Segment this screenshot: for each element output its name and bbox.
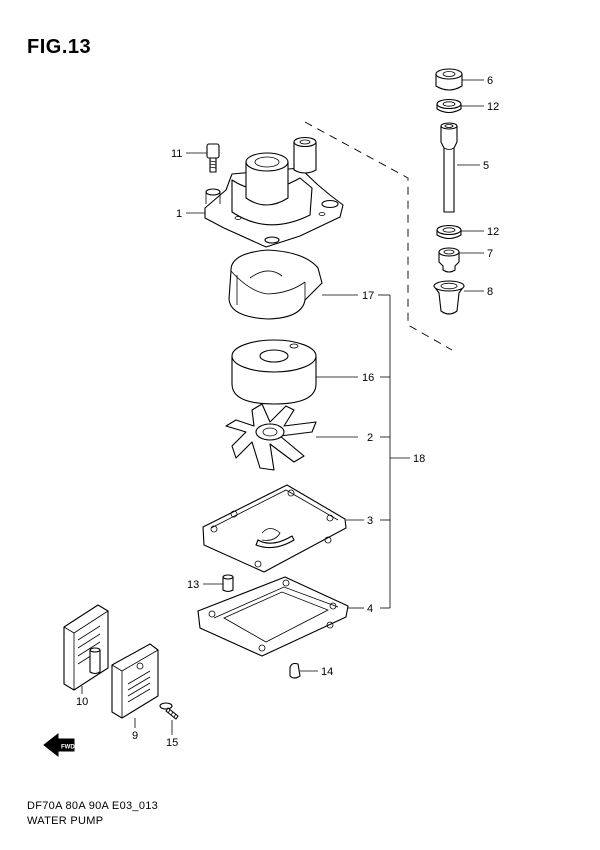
callout-17: 17 <box>362 290 374 302</box>
part-4-gasket <box>197 576 349 657</box>
callout-10: 10 <box>76 696 88 708</box>
callout-9: 9 <box>132 730 138 742</box>
callout-14: 14 <box>321 666 333 678</box>
callout-1: 1 <box>176 208 182 220</box>
part-10-grommet <box>63 604 109 691</box>
part-12-seal-upper <box>436 98 462 114</box>
part-16-seal-ring <box>231 339 317 405</box>
part-12-seal-lower <box>436 224 462 240</box>
callout-6: 6 <box>487 75 493 87</box>
callout-11: 11 <box>171 148 182 160</box>
callout-16: 16 <box>362 372 374 384</box>
callout-3: 3 <box>367 515 373 527</box>
callout-4: 4 <box>367 603 373 615</box>
part-1-pump-case <box>204 136 344 248</box>
callout-8: 8 <box>487 286 493 298</box>
part-14-key <box>289 662 301 679</box>
leader-lines <box>81 79 484 735</box>
callout-15: 15 <box>166 737 178 749</box>
callout-2: 2 <box>367 432 373 444</box>
part-6-grommet <box>435 68 463 91</box>
fwd-arrow-icon: FWD <box>43 732 75 758</box>
callout-13: 13 <box>187 579 199 591</box>
figure-title: FIG.13 <box>27 36 92 58</box>
part-17-liner <box>228 249 323 320</box>
fwd-label: FWD <box>61 745 75 751</box>
part-9-cover-plate <box>111 643 159 719</box>
part-7-bushing <box>438 247 460 273</box>
callout-12: 12 <box>487 101 499 113</box>
part-15-screw <box>159 702 179 720</box>
model-code: DF70A 80A 90A E03_013 <box>27 800 159 812</box>
callout-18: 18 <box>413 453 425 465</box>
part-8-collar <box>433 280 465 315</box>
section-name: WATER PUMP <box>27 815 104 827</box>
part-2-impeller <box>225 403 317 471</box>
assembly-guide-line <box>304 121 453 351</box>
part-3-wear-plate <box>202 484 347 573</box>
part-11-bolt <box>206 143 220 173</box>
callout-5: 5 <box>483 160 489 172</box>
part-13-pin <box>222 574 234 593</box>
callout-12: 12 <box>487 226 499 238</box>
part-5-water-tube <box>440 122 458 213</box>
callout-7: 7 <box>487 248 493 260</box>
